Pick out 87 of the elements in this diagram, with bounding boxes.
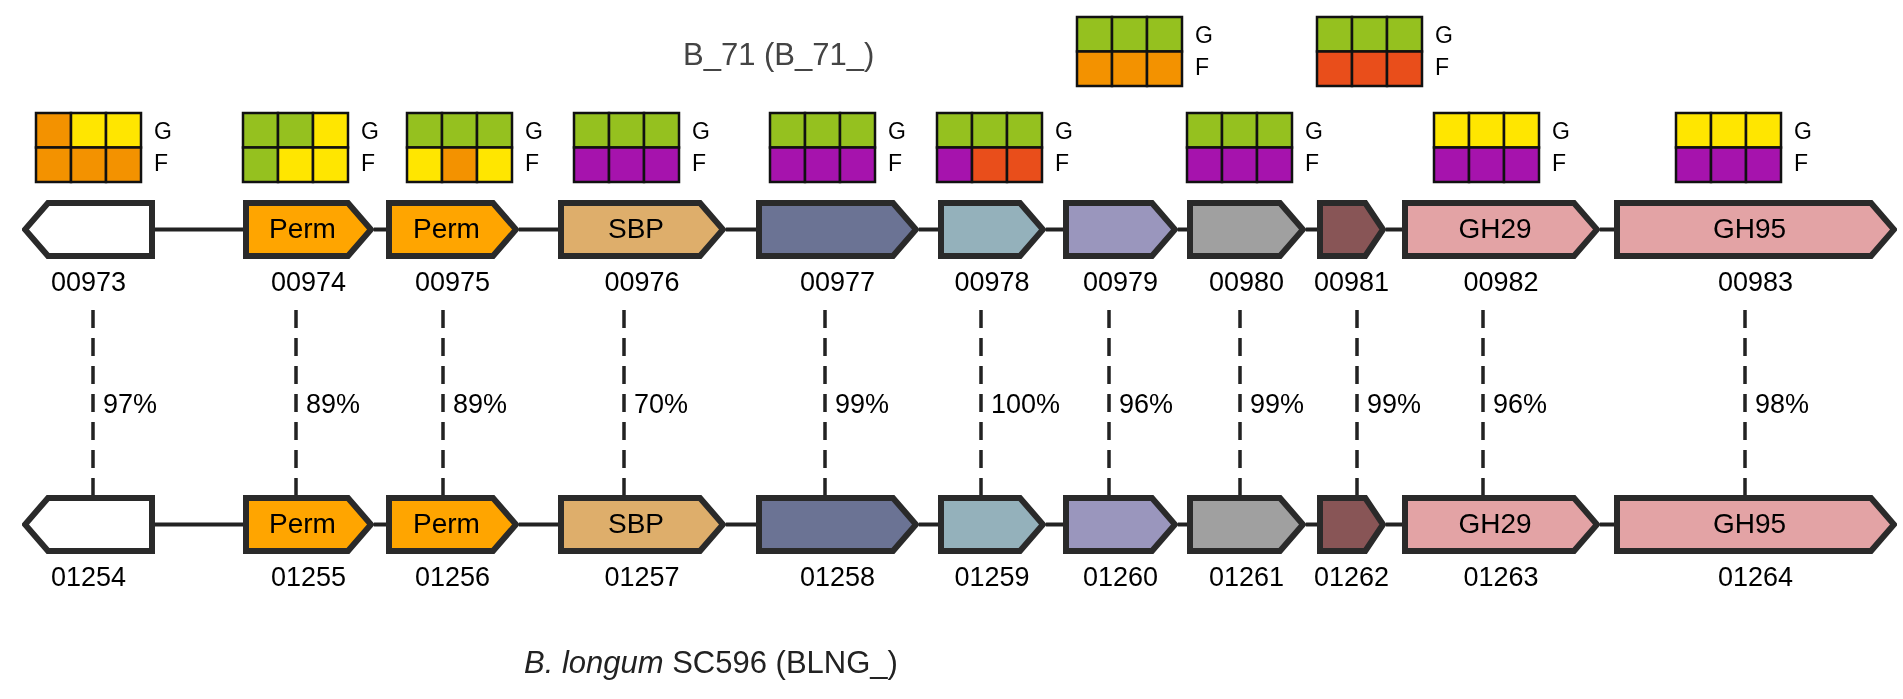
dashed-connector [294, 310, 298, 495]
row-letter: F [888, 149, 903, 177]
row-letter: G [888, 117, 906, 145]
locus-tag: 01260 [1082, 561, 1159, 593]
dashed-connector [823, 310, 827, 495]
gene-name: SBP [608, 212, 664, 246]
row-letter: F [361, 149, 376, 177]
row-letter: F [1794, 149, 1809, 177]
dashed-connector [441, 310, 445, 495]
row-letter: F [1195, 53, 1210, 81]
locus-tag: 00981 [1313, 266, 1390, 298]
backbone-line [1600, 522, 1614, 527]
backbone-line [919, 522, 938, 527]
locus-tag: 01254 [50, 561, 127, 593]
locus-tag: 00974 [270, 266, 347, 298]
gene-name: GH29 [1458, 507, 1532, 541]
backbone-line [1600, 227, 1614, 232]
row-letter: F [525, 149, 540, 177]
locus-tag: 01264 [1717, 561, 1794, 593]
genome-title: B. longum SC596 (BLNG_) [524, 644, 898, 682]
row-letter: G [154, 117, 172, 145]
locus-tag: 00977 [799, 266, 876, 298]
backbone-line [155, 522, 243, 527]
dashed-connector [1107, 310, 1111, 495]
locus-tag: 01256 [414, 561, 491, 593]
row-letter: F [1552, 149, 1567, 177]
dashed-connector [979, 310, 983, 495]
dashed-connector [1481, 310, 1485, 495]
locus-tag: 00979 [1082, 266, 1159, 298]
dashed-connector [1355, 310, 1359, 495]
backbone-line [519, 522, 558, 527]
locus-tag: 01255 [270, 561, 347, 593]
locus-tag: 00973 [50, 266, 127, 298]
genome-title: B_71 (B_71_) [683, 36, 875, 74]
row-letter: F [1055, 149, 1070, 177]
dashed-connector [1238, 310, 1242, 495]
backbone-line [374, 522, 386, 527]
backbone-line [155, 227, 243, 232]
row-letter: G [525, 117, 543, 145]
locus-tag: 01257 [604, 561, 680, 593]
locus-tag: 00980 [1208, 266, 1285, 298]
locus-tag: 01259 [954, 561, 1030, 593]
row-letter: G [1435, 21, 1453, 49]
gene-name: SBP [608, 507, 664, 541]
locus-tag: 00975 [414, 266, 491, 298]
row-letter: F [154, 149, 169, 177]
backbone-line [1306, 227, 1317, 232]
row-letter: F [692, 149, 707, 177]
row-letter: G [1055, 117, 1073, 145]
dashed-connector [1743, 310, 1747, 495]
locus-tag: 00983 [1717, 266, 1794, 298]
locus-tag: 01258 [799, 561, 876, 593]
row-letter: G [1794, 117, 1812, 145]
backbone-line [1046, 227, 1063, 232]
dashed-connector [91, 310, 95, 495]
row-letter: G [1305, 117, 1323, 145]
locus-tag: 00982 [1463, 266, 1539, 298]
row-letter: G [361, 117, 379, 145]
backbone-line [374, 227, 386, 232]
backbone-line [1386, 522, 1402, 527]
backbone-line [919, 227, 938, 232]
locus-tag: 00976 [604, 266, 680, 298]
locus-tag: 01261 [1208, 561, 1285, 593]
row-letter: G [1552, 117, 1570, 145]
backbone-line [726, 227, 756, 232]
dashed-connector [622, 310, 626, 495]
row-letter: F [1435, 53, 1450, 81]
locus-tag: 00978 [954, 266, 1030, 298]
backbone-line [1178, 227, 1187, 232]
row-letter: G [1195, 21, 1213, 49]
row-letter: F [1305, 149, 1320, 177]
backbone-line [1046, 522, 1063, 527]
locus-tag: 01263 [1463, 561, 1539, 593]
backbone-line [1178, 522, 1187, 527]
gene-name: Perm [413, 507, 480, 541]
gene-name: GH95 [1712, 507, 1787, 541]
gene-name: Perm [269, 212, 336, 246]
backbone-line [519, 227, 558, 232]
gene-name: GH95 [1712, 212, 1787, 246]
backbone-line [726, 522, 756, 527]
gene-name: Perm [413, 212, 480, 246]
gene-name: GH29 [1458, 212, 1532, 246]
locus-tag: 01262 [1313, 561, 1390, 593]
gene-name: Perm [269, 507, 336, 541]
backbone-line [1306, 522, 1317, 527]
backbone-line [1386, 227, 1402, 232]
row-letter: G [692, 117, 710, 145]
